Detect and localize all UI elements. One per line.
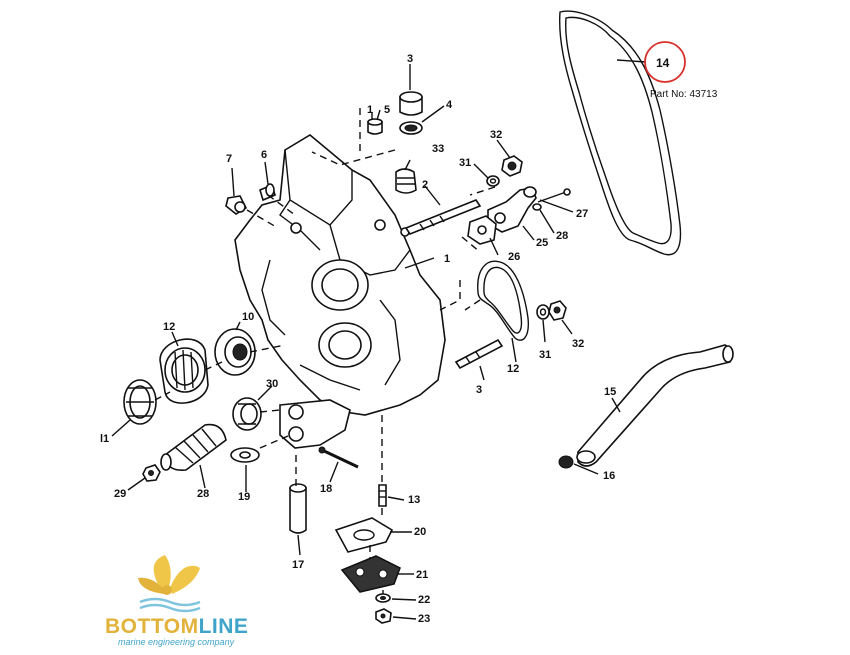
bearing-cup-4	[399, 91, 423, 116]
gasket-12	[477, 260, 530, 341]
label-7: 6	[261, 149, 267, 161]
label-17: 17	[292, 559, 304, 571]
fitting-8	[225, 195, 248, 215]
label-1: 1	[367, 104, 373, 116]
propeller-icon	[138, 555, 200, 595]
label-25: 26	[508, 251, 520, 263]
label-2: 2	[422, 179, 428, 191]
label-13: 13	[408, 494, 420, 506]
bearing-5	[399, 121, 423, 135]
label-30: 30	[266, 378, 278, 390]
stud-3	[454, 338, 504, 370]
washer-27	[532, 203, 542, 211]
brand-tagline: marine engineering company	[118, 637, 235, 647]
washer-22	[375, 593, 391, 603]
label-11: l1	[100, 433, 109, 445]
nut-32-lower	[548, 300, 567, 321]
gasket-14	[558, 10, 682, 256]
label-9: 10	[242, 311, 254, 323]
label-3: 3	[476, 384, 482, 396]
label-1b: 1	[444, 253, 450, 265]
label-16: 16	[603, 470, 615, 482]
label-4: 3	[407, 53, 413, 65]
washer-19	[230, 447, 260, 463]
callout-number: 14	[656, 56, 670, 70]
nut-32-top	[501, 155, 523, 177]
label-24: 25	[536, 237, 548, 249]
gasket-25	[467, 215, 497, 245]
nut-23	[375, 608, 392, 624]
assembly-lines	[154, 108, 496, 594]
part-labels: 3 4 1 5 6 7 33 2 32 31 27 28 25 26 1 12 …	[100, 53, 616, 625]
screw-26	[537, 188, 571, 203]
label-15: 15	[604, 386, 616, 398]
label-33: 33	[432, 143, 444, 155]
label-31: 31	[459, 157, 471, 169]
label-21: 21	[416, 569, 428, 581]
label-5: 4	[446, 99, 453, 111]
label-19: 19	[238, 491, 250, 503]
label-12: 12	[507, 363, 519, 375]
sleeve-17	[289, 483, 307, 534]
label-22: 22	[418, 594, 430, 606]
washer-31-lower	[536, 304, 550, 320]
label-10: 12	[163, 321, 175, 333]
shaft-2	[404, 199, 482, 235]
spring-33	[395, 168, 417, 194]
cover-21	[340, 555, 401, 593]
label-32: 32	[490, 129, 502, 141]
boot-28	[160, 423, 227, 472]
bearing-9	[214, 328, 256, 376]
label-18: 18	[320, 483, 332, 495]
callout-14: 14 Part No: 43713	[616, 41, 718, 100]
hose-15	[576, 344, 734, 467]
label-27: 28	[556, 230, 568, 242]
label-32b: 32	[572, 338, 584, 350]
label-23: 23	[418, 613, 430, 625]
gasket-20	[334, 517, 394, 553]
stud-13	[378, 484, 387, 507]
bottomline-logo: BOTTOMLINE marine engineering company	[105, 555, 248, 647]
washer-31-top	[486, 175, 500, 187]
label-28: 28	[197, 488, 209, 500]
shim-6	[367, 118, 383, 135]
gear-housing-1	[234, 134, 446, 416]
brand-name: BOTTOMLINE	[105, 615, 248, 638]
bearing-30	[232, 397, 262, 431]
bracket	[279, 399, 351, 449]
fitting-7	[259, 183, 276, 202]
bearing-10	[159, 338, 209, 404]
label-31b: 31	[539, 349, 551, 361]
nut-29	[142, 464, 161, 482]
label-8: 7	[226, 153, 232, 165]
needle-bearing-11	[123, 379, 157, 425]
label-6: 5	[384, 104, 390, 116]
waves-icon	[139, 597, 201, 613]
leader-lines	[111, 64, 621, 620]
label-29: 29	[114, 488, 126, 500]
label-26: 27	[576, 208, 588, 220]
label-20: 20	[414, 526, 426, 538]
part-number-text: Part No: 43713	[650, 89, 718, 100]
clamp-16	[558, 455, 574, 469]
pin-18	[318, 446, 359, 469]
